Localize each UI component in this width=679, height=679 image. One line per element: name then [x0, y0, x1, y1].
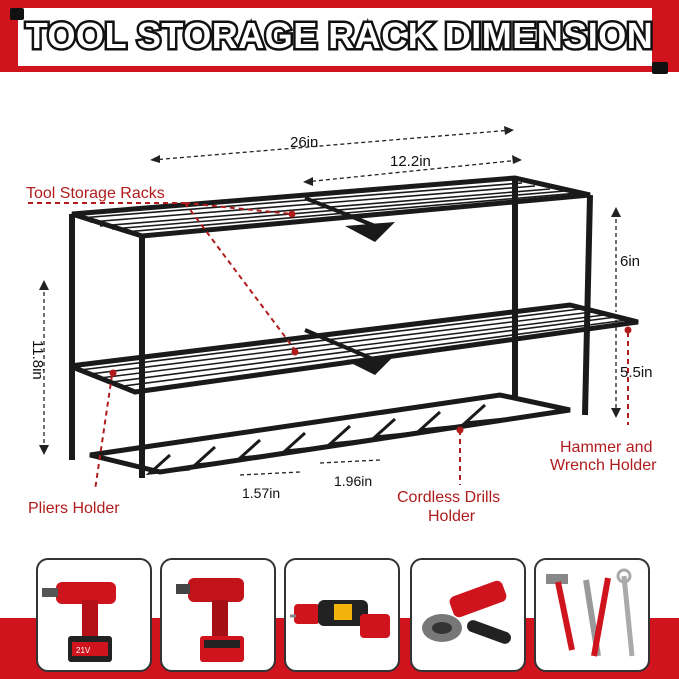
dimension-lines [43, 129, 617, 476]
drill-spacing-label: 1.96in [334, 473, 372, 489]
tool-storage-racks-label: Tool Storage Racks [26, 185, 165, 202]
reciprocating-saw-icon [290, 600, 390, 638]
impact-driver-icon [176, 578, 244, 662]
product-footer: 21V [0, 548, 679, 679]
hammer-wrench-label-line1: Hammer and [560, 439, 652, 456]
page-title: TOOL STORAGE RACK DIMENSION [23, 13, 655, 59]
hammer-wrench-label-line2: Wrench Holder [550, 457, 657, 474]
product-tile-hand-tools [534, 558, 650, 672]
overall-width-label: 26in [290, 134, 318, 151]
rack-illustration [69, 175, 639, 478]
top-gap-label: 6in [620, 253, 640, 270]
header-banner: TOOL STORAGE RACK DIMENSION [0, 0, 679, 74]
pliers-holder-label: Pliers Holder [28, 500, 120, 517]
product-tile-impact-driver [160, 558, 276, 672]
angle-grinder-icon [422, 580, 511, 644]
header-white-bar [18, 8, 652, 66]
hand-tools-icon [546, 568, 635, 657]
rack-diagram: 26in 12.2in 11.8in 6in 5.5in 1.57in 1.96… [26, 126, 657, 525]
header-corner-right [652, 62, 668, 74]
battery-label: 21V [76, 646, 91, 655]
callout-lines [28, 202, 629, 491]
product-tile-drill: 21V [36, 558, 152, 672]
arrow-heads [39, 126, 621, 455]
cordless-drill-icon: 21V [42, 582, 116, 662]
pliers-spacing-label: 1.57in [242, 485, 280, 501]
product-tile-angle-grinder [410, 558, 526, 672]
middle-gap-label: 5.5in [620, 364, 653, 381]
product-tile-reciprocating-saw [284, 558, 400, 672]
header-corner-left [10, 8, 24, 20]
callout-dots [109, 210, 632, 434]
cordless-drills-label-line1: Cordless Drills [397, 489, 500, 506]
cordless-drills-label-line2: Holder [428, 508, 476, 525]
shelf-width-label: 12.2in [390, 153, 431, 170]
overall-height-label: 11.8in [29, 340, 46, 380]
